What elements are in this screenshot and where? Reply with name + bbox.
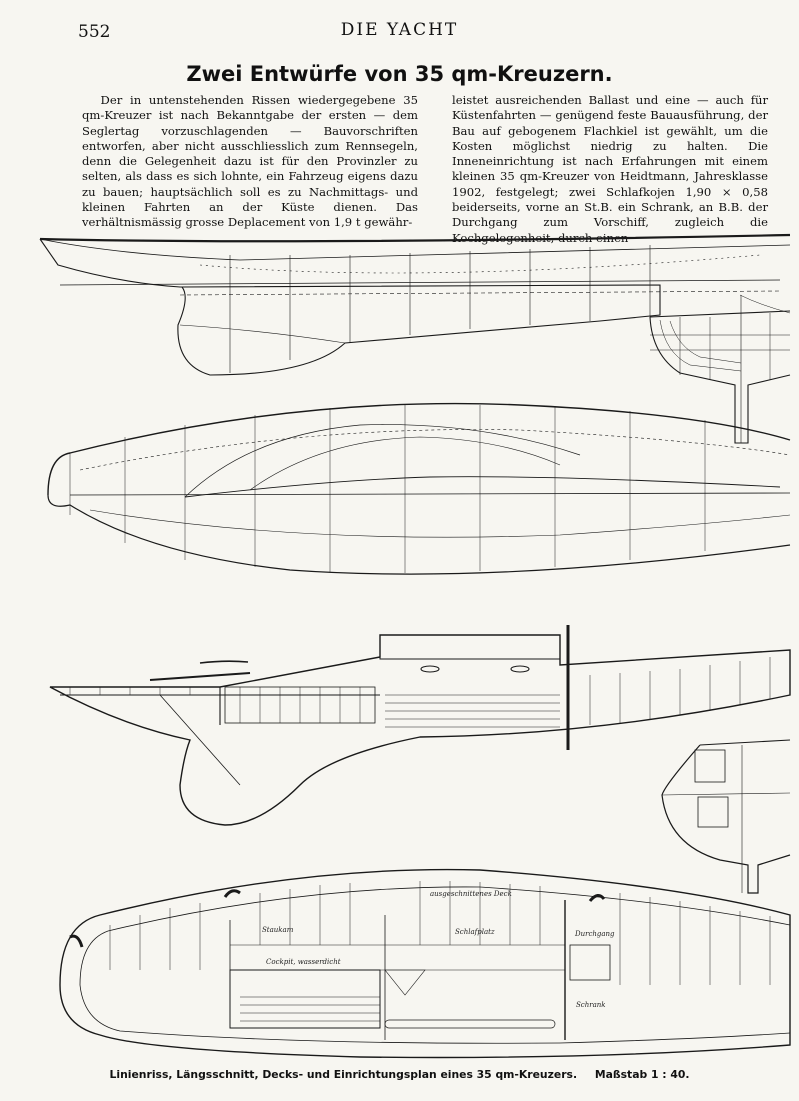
label-berth-left: Staukam xyxy=(262,926,294,934)
left-column: Der in untenstehenden Rissen wiedergegeb… xyxy=(82,93,418,231)
caption-scale: Maßstab 1 : 40. xyxy=(594,1068,690,1081)
label-deck: ausgeschnittenes Deck xyxy=(430,890,512,898)
accommodation-plan: ausgeschnittenes Deck Staukam Schlafplat… xyxy=(59,868,791,1059)
deck-outline xyxy=(47,402,791,496)
label-locker: Schrank xyxy=(576,1001,606,1009)
label-passage: Durchgang xyxy=(574,930,615,938)
figure-caption: Linienriss, Längsschnitt, Decks- und Ein… xyxy=(0,1068,799,1081)
half-breadth-plan xyxy=(47,402,791,575)
label-berth-right: Schlafplatz xyxy=(455,928,495,936)
running-head: DIE YACHT xyxy=(340,20,459,40)
caption-text: Linienriss, Längsschnitt, Decks- und Ein… xyxy=(109,1068,578,1081)
left-column-text: Der in untenstehenden Rissen wiedergegeb… xyxy=(82,93,418,230)
right-column-text: leistet ausreichenden Ballast und eine —… xyxy=(452,93,768,245)
label-cockpit: Cockpit, wasserdicht xyxy=(266,958,341,966)
article-title: Zwei Entwürfe von 35 qm-Kreuzern. xyxy=(186,62,613,86)
page-number: 552 xyxy=(78,22,111,42)
sheer-line xyxy=(39,233,791,243)
body-plan xyxy=(649,294,791,444)
yacht-plans-figure: ausgeschnittenes Deck Staukam Schlafplat… xyxy=(39,233,791,1059)
cockpit xyxy=(229,969,381,1029)
longitudinal-section xyxy=(49,625,791,826)
deckhouse xyxy=(379,634,561,660)
profile-plan xyxy=(39,233,791,376)
waterline xyxy=(59,279,781,286)
right-column: leistet ausreichenden Ballast und eine —… xyxy=(452,93,768,246)
midship-section xyxy=(661,739,791,894)
